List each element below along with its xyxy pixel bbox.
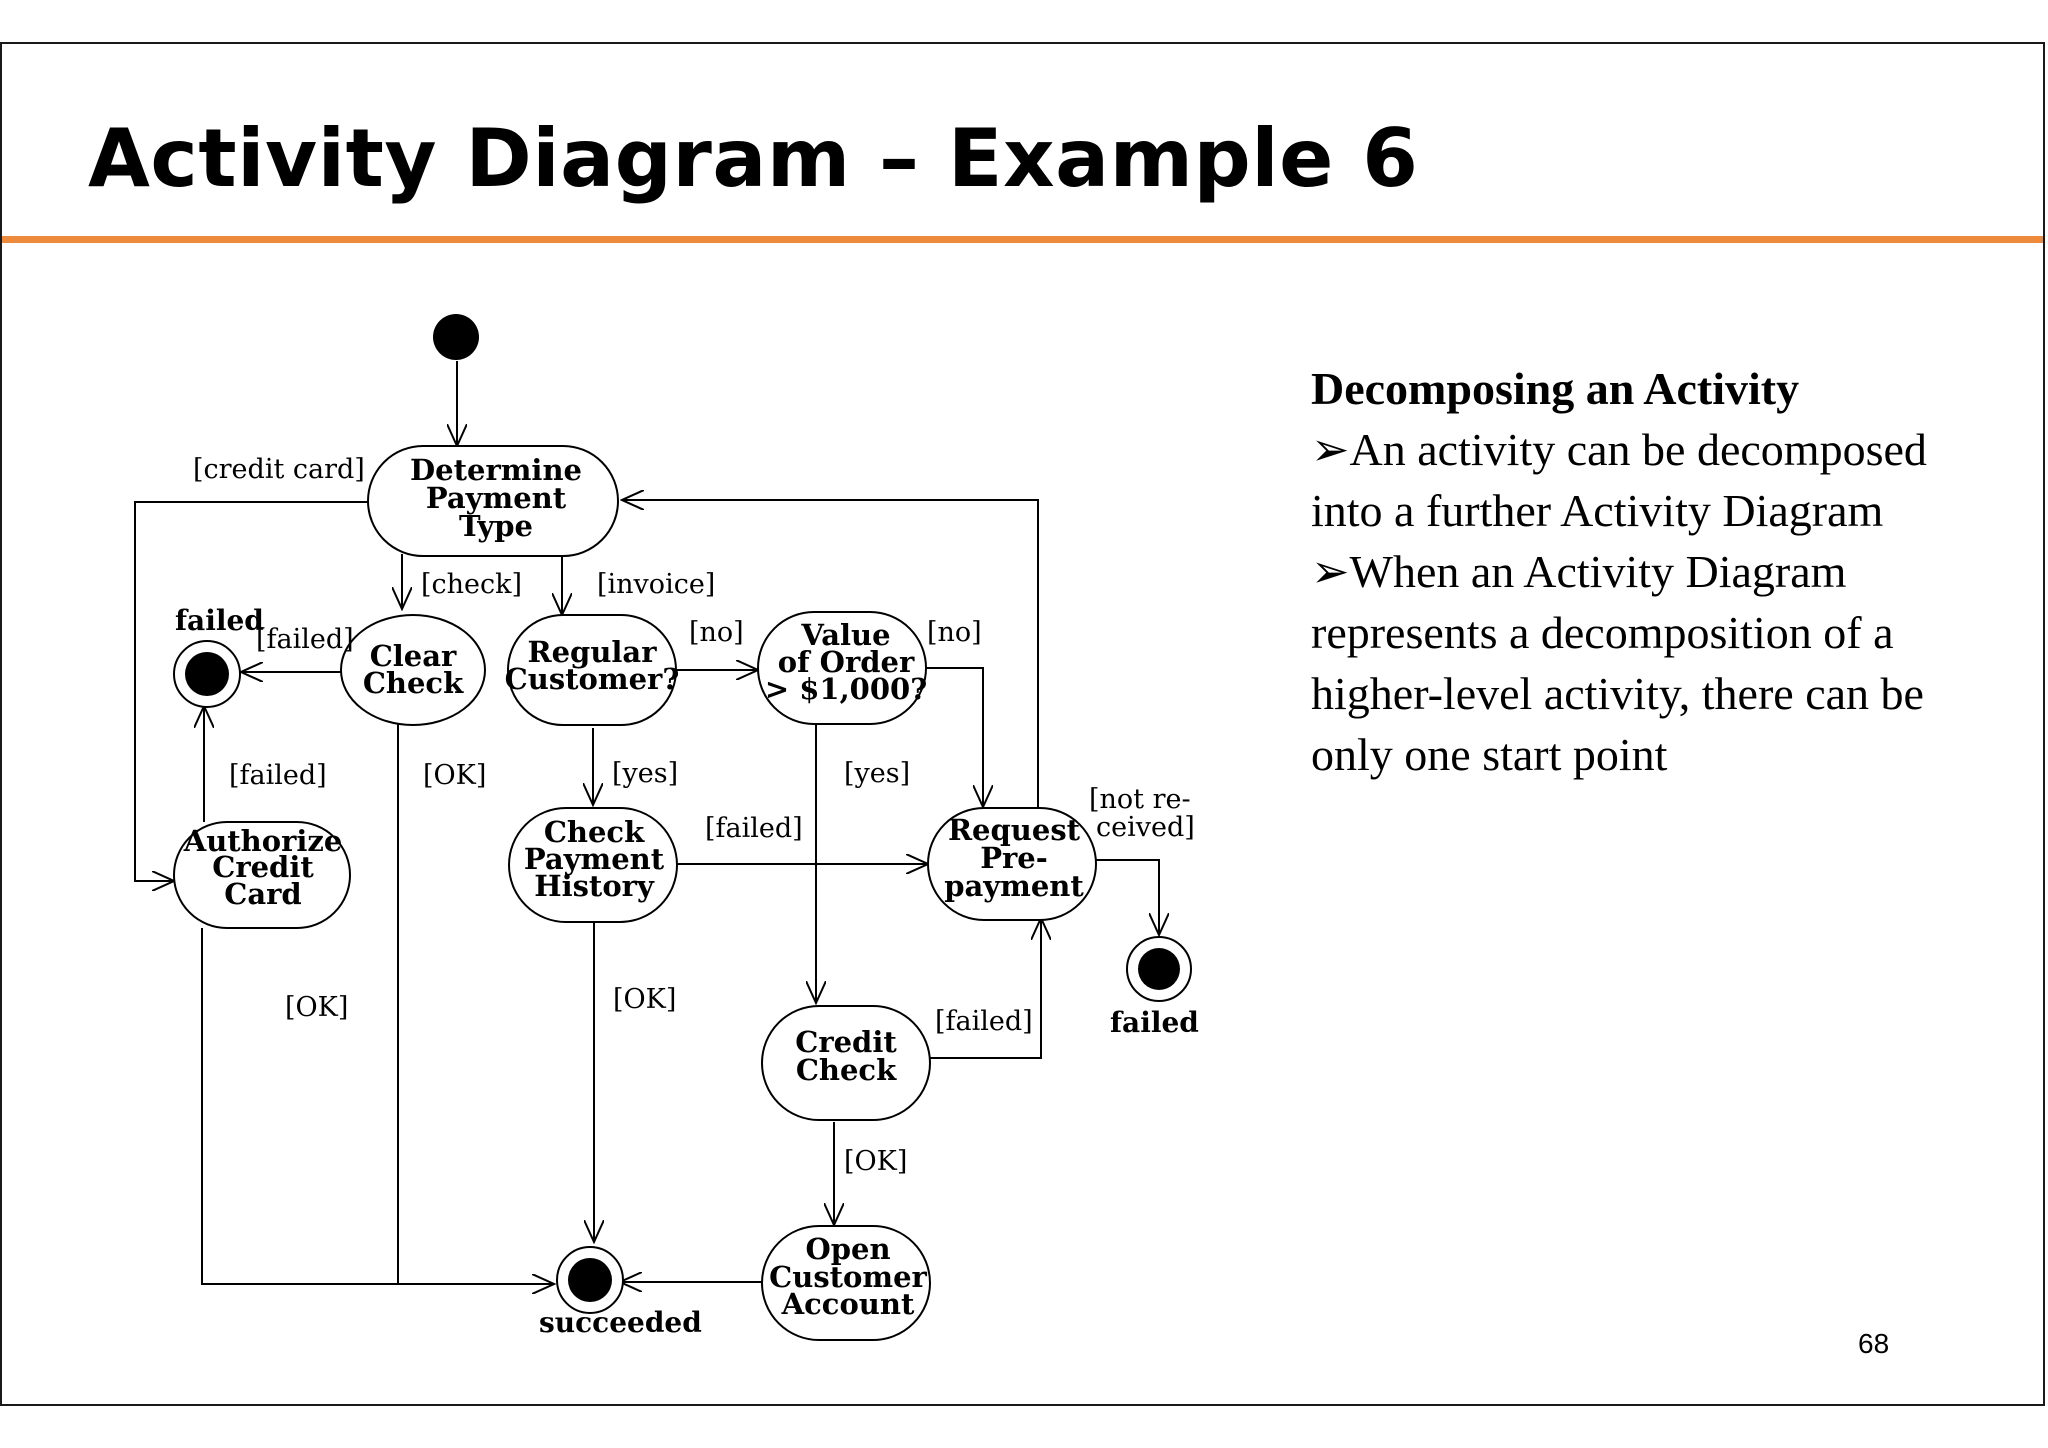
guard-labels: [credit card] [check] [invoice] [failed]… xyxy=(193,454,1195,1177)
node-line: Check xyxy=(796,1053,897,1087)
side-line: represents a decomposition of a xyxy=(1311,607,1894,658)
guard-failed-history: [failed] xyxy=(705,813,803,844)
side-heading: Decomposing an Activity xyxy=(1311,363,1800,414)
action-clear-check: Clear Check xyxy=(340,614,486,726)
side-panel: Decomposing an Activity ➢An activity can… xyxy=(1311,358,2011,785)
flow-request-not-received xyxy=(1095,859,1159,935)
final-node-failed-left xyxy=(173,640,241,708)
guard-ok-clear-check: [OK] xyxy=(423,760,486,791)
node-line: Value xyxy=(800,618,890,652)
node-line: Pre- xyxy=(980,841,1048,875)
guard-not-received-line-1: [not re- xyxy=(1089,784,1191,815)
node-line: History xyxy=(534,869,655,903)
node-line: Regular xyxy=(528,635,658,669)
flow-value-no xyxy=(925,667,983,807)
node-line: Type xyxy=(459,509,533,543)
side-line: higher-level activity, there can be xyxy=(1311,668,1924,719)
guard-failed-credit-check: [failed] xyxy=(935,1006,1033,1037)
final-node-failed-right xyxy=(1126,936,1192,1002)
action-open-customer-account: Open Customer Account xyxy=(761,1225,931,1341)
page-number: 68 xyxy=(1858,1328,1890,1359)
node-line: Clear xyxy=(370,639,457,673)
node-line: Customer? xyxy=(505,662,680,696)
flow-request-back-to-determine xyxy=(622,500,1039,808)
node-line: of Order xyxy=(778,645,915,679)
action-request-prepayment: Request Pre- payment xyxy=(927,807,1097,921)
control-flows xyxy=(134,361,1159,1284)
guard-credit-card: [credit card] xyxy=(193,454,365,485)
node-line: Authorize xyxy=(183,824,343,858)
node-line: Account xyxy=(781,1287,915,1321)
flow-authorize-ok xyxy=(201,928,554,1284)
guard-invoice: [invoice] xyxy=(597,569,715,600)
action-determine-payment-type: Determine Payment Type xyxy=(367,445,619,557)
node-line: Check xyxy=(363,666,464,700)
state-failed-left: failed xyxy=(175,604,264,637)
node-line: payment xyxy=(944,869,1084,903)
side-line: ➢An activity can be decomposed xyxy=(1311,424,1927,475)
state-failed-right: failed xyxy=(1110,1006,1199,1039)
guard-failed-authorize: [failed] xyxy=(229,760,327,791)
flow-credit-check-failed xyxy=(928,918,1041,1059)
side-line: ➢When an Activity Diagram xyxy=(1311,546,1847,597)
node-line: Credit xyxy=(795,1025,897,1059)
state-succeeded: succeeded xyxy=(539,1306,702,1339)
action-check-payment-history: Check Payment History xyxy=(508,807,678,923)
guard-no-regular: [no] xyxy=(689,617,744,648)
guard-not-received-line-2: ceived] xyxy=(1096,812,1195,843)
action-value-of-order: Value of Order > $1,000? xyxy=(757,611,927,725)
guard-ok-history: [OK] xyxy=(613,984,676,1015)
guard-no-value: [no] xyxy=(927,617,982,648)
node-line: Request xyxy=(948,813,1081,847)
guard-yes-value: [yes] xyxy=(844,758,910,789)
node-line: Payment xyxy=(426,481,567,515)
slide-title: Activity Diagram – Example 6 xyxy=(88,112,1419,205)
slide-frame xyxy=(0,42,2045,1406)
action-authorize-credit-card: Authorize Credit Card xyxy=(173,821,351,929)
side-line: into a further Activity Diagram xyxy=(1311,485,1884,536)
initial-node xyxy=(433,314,479,360)
node-line: Credit xyxy=(212,850,314,884)
guard-ok-authorize: [OK] xyxy=(285,992,348,1023)
node-line: Check xyxy=(544,815,645,849)
node-line: Customer xyxy=(769,1260,927,1294)
action-credit-check: Credit Check xyxy=(761,1005,931,1121)
node-line: Determine xyxy=(410,453,582,487)
guard-failed-clear-check: [failed] xyxy=(256,624,354,655)
title-rule xyxy=(2,236,2043,243)
guard-ok-credit-check: [OK] xyxy=(844,1146,907,1177)
guard-check: [check] xyxy=(421,569,522,600)
node-line: Open xyxy=(805,1232,890,1266)
action-regular-customer: Regular Customer? xyxy=(505,614,680,726)
node-line: > $1,000? xyxy=(765,672,927,706)
final-node-succeeded xyxy=(556,1246,624,1314)
node-line: Card xyxy=(224,877,301,911)
guard-yes-regular: [yes] xyxy=(612,758,678,789)
node-line: Payment xyxy=(524,842,665,876)
side-line: only one start point xyxy=(1311,729,1668,780)
flow-determine-to-authorize xyxy=(134,501,368,881)
